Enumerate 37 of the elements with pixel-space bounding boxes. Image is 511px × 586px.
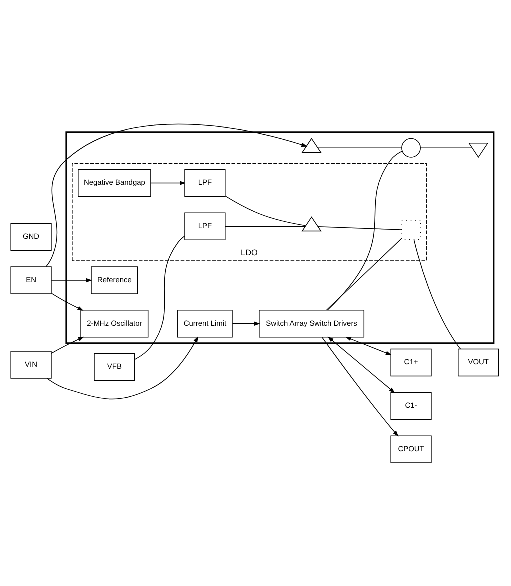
arrow: [46, 123, 308, 267]
node-box: Reference: [91, 266, 138, 294]
node-box: LPF: [184, 168, 226, 197]
node-box: CPOUT: [390, 435, 432, 463]
arrow: [328, 336, 396, 393]
arrow: [232, 321, 260, 326]
connector: [318, 226, 402, 230]
arrow: [345, 336, 392, 355]
node-box: 2-MHz Oscillator: [80, 310, 149, 338]
node-triangle: [302, 216, 322, 232]
node-box: Current Limit: [178, 310, 233, 338]
node-box: Negative Bandgap: [78, 168, 152, 197]
node-transistor: [402, 220, 421, 240]
connector: [327, 150, 403, 310]
connector: [326, 238, 402, 310]
connector: [225, 195, 306, 226]
node-circle: [402, 138, 421, 158]
node-box: EN: [10, 266, 52, 294]
connector: [414, 238, 462, 350]
node-box: VOUT: [458, 348, 500, 376]
connector: [134, 235, 186, 360]
connector: [318, 147, 402, 148]
node-box: GND: [10, 222, 52, 250]
arrow: [150, 180, 186, 185]
node-box: C1+: [390, 348, 432, 376]
arrow: [322, 336, 399, 436]
arrow: [51, 278, 92, 282]
node-box: C1-: [390, 392, 432, 420]
connector: [420, 147, 473, 148]
arrow: [51, 292, 84, 310]
node-box: LPF: [184, 212, 226, 240]
node-box: Switch Array Switch Drivers: [259, 310, 365, 338]
arrow: [47, 336, 199, 400]
arrow: [51, 336, 84, 354]
node-box: VIN: [10, 350, 52, 378]
node-ground: [468, 142, 489, 158]
node-box: VFB: [94, 352, 136, 381]
